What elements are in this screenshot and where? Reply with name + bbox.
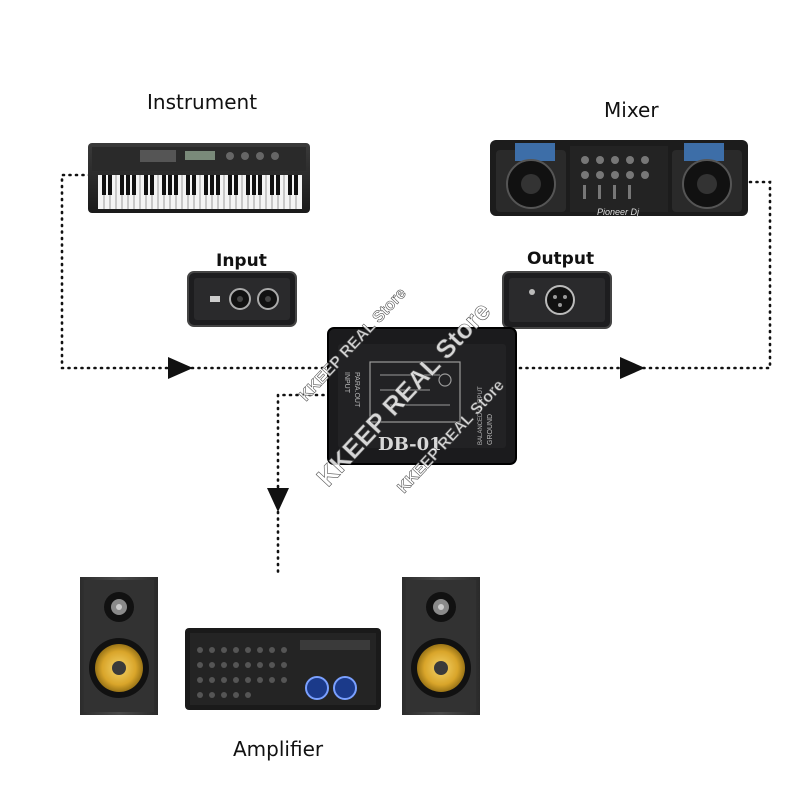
di-model-text: DB-01	[378, 434, 442, 455]
dj-mixer-image: Pioneer Dj	[490, 140, 748, 217]
di-side-label-balanced: BALANCED OUTPUT	[478, 386, 484, 445]
arrow-to-device	[168, 357, 193, 379]
output-label: Output	[527, 249, 595, 269]
arrow-heads	[168, 357, 645, 512]
di-side-label-paraout: PARA.OUT	[353, 372, 360, 408]
input-label: Input	[216, 251, 267, 271]
left-speaker-image	[80, 577, 158, 715]
arrow-to-mixer	[620, 357, 645, 379]
mixer-brand-text: Pioneer Dj	[597, 207, 640, 217]
di-box-image: INPUT PARA.OUT GROUND BALANCED OUTPUT DB…	[327, 327, 517, 465]
di-side-label-ground: GROUND	[487, 414, 494, 445]
input-panel-image	[187, 271, 297, 327]
arrow-to-amplifier	[267, 488, 289, 512]
mixer-label: Mixer	[604, 98, 659, 122]
output-panel-image	[502, 271, 612, 329]
di-side-label-input: INPUT	[343, 372, 350, 394]
amplifier-image	[185, 628, 381, 710]
amplifier-label: Amplifier	[233, 737, 324, 761]
keyboard-image	[88, 143, 310, 213]
instrument-label: Instrument	[147, 90, 258, 114]
right-speaker-image	[402, 577, 480, 715]
